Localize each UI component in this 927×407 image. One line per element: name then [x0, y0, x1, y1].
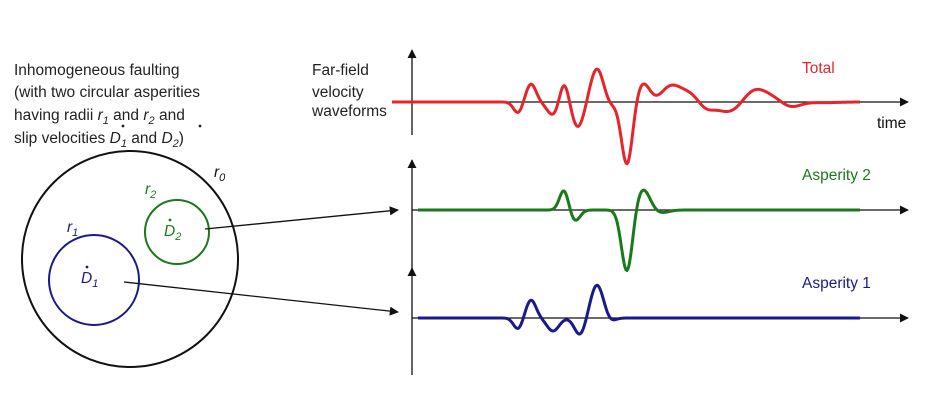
intro-slip-prefix: slip velocities: [14, 130, 110, 147]
asperity-2-slip-dot: [168, 218, 172, 222]
total-label: Total: [802, 60, 835, 77]
asperity-1-circle: [48, 234, 140, 326]
heading-line-2: velocity: [312, 84, 364, 101]
intro-line-2: (with two circular asperities: [14, 84, 200, 101]
intro-r1-symbol: r: [98, 107, 104, 124]
heading-line-1: Far-field: [312, 62, 369, 79]
intro-line-1: Inhomogeneous faulting: [14, 62, 179, 79]
intro-d1-sub: 1: [121, 138, 127, 150]
intro-and-1: and: [109, 107, 143, 124]
outer-radius-label: r0: [214, 164, 226, 184]
intro-r1-sub: 1: [103, 115, 109, 127]
asperity-1-slip-dot: [85, 265, 89, 269]
intro-and-tail: and: [155, 107, 185, 124]
asperity-1-radius-label: r1: [67, 219, 78, 239]
intro-d1-dot: [121, 124, 125, 128]
asperity-2-slip-label: D2: [164, 223, 181, 243]
asperity-2-radius-label: r2: [145, 181, 156, 201]
intro-r2-sub: 2: [148, 115, 155, 127]
intro-radii-prefix: having radii: [14, 107, 98, 124]
fault-outer-circle: [21, 150, 239, 368]
intro-d2-symbol: D: [161, 130, 172, 147]
intro-close-paren: ): [179, 130, 184, 147]
intro-line-3: having radii r1 and r2 and: [14, 107, 185, 127]
intro-line-4: slip velocities D1 and D2): [14, 130, 184, 150]
asperity-2-circle: [144, 199, 210, 265]
asperity-1-label: Asperity 1: [802, 275, 871, 292]
asperity-1-connector-arrow: [123, 281, 399, 316]
intro-and-2: and: [127, 130, 161, 147]
intro-d2-sub: 2: [172, 138, 179, 150]
time-axis-label: time: [877, 115, 906, 132]
asperity-1-waveform: [417, 283, 861, 336]
intro-d1-symbol: D: [110, 130, 121, 147]
heading-line-3: waveforms: [311, 103, 387, 120]
asperity-2-connector-arrow: [204, 206, 399, 230]
asperity-2-waveform: [417, 188, 861, 272]
asperity-1-slip-label: D1: [81, 270, 98, 290]
asperity-2-label: Asperity 2: [802, 167, 871, 184]
intro-r2-symbol: r: [143, 107, 149, 124]
total-waveform: [391, 67, 861, 166]
intro-d2-dot: [198, 124, 202, 128]
